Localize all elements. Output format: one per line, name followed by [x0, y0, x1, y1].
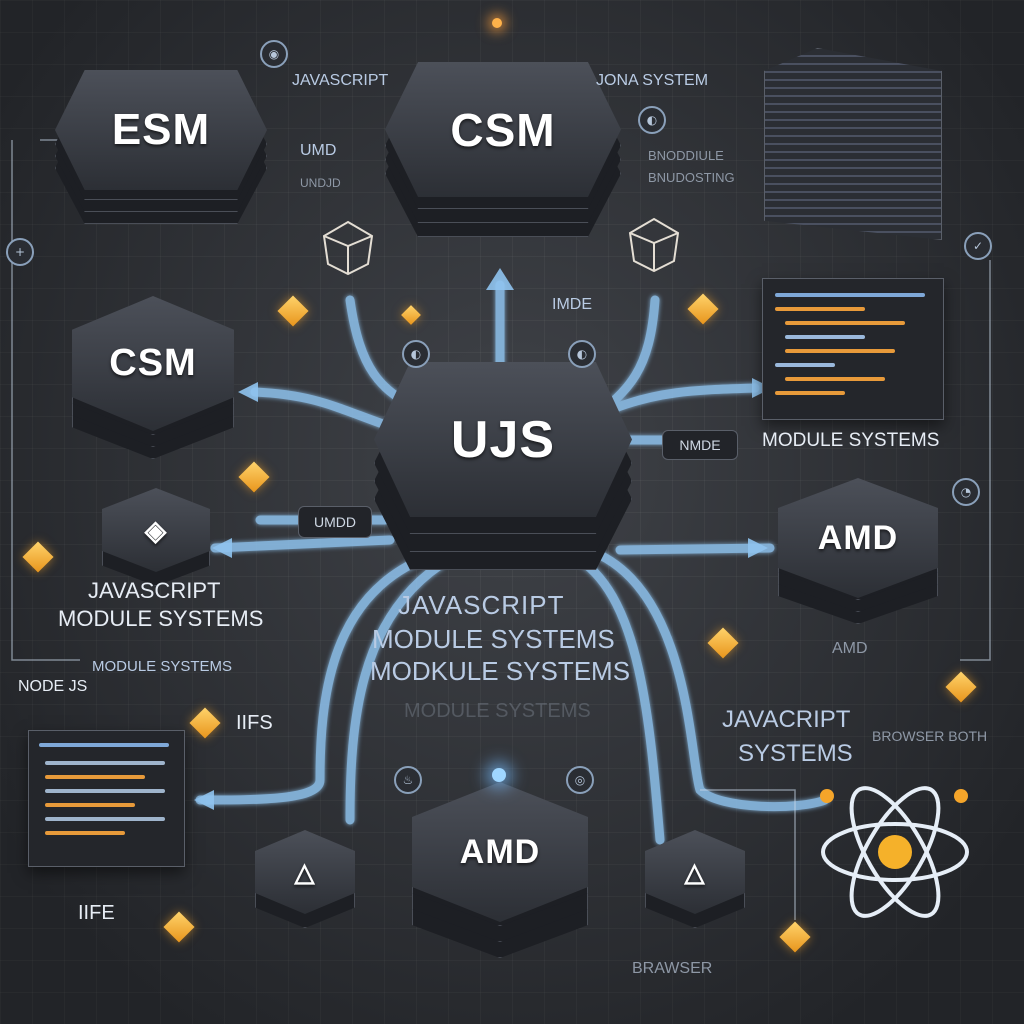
label-javascript-top: JAVASCRIPT	[292, 72, 389, 89]
node-csm-top-label: CSM	[385, 62, 621, 197]
link-ujs-to-js-left	[210, 535, 395, 553]
arrowhead-left-1	[238, 382, 258, 402]
node-esm[interactable]: ESM	[55, 70, 267, 230]
stacked-pages-panel	[764, 48, 942, 240]
code-panel-right	[762, 278, 944, 420]
icosahedron-icon	[628, 217, 680, 273]
node-esm-label: ESM	[55, 70, 267, 190]
link-ujs-to-module-panel	[605, 383, 760, 415]
label-module-bundling-1: BNODDIULE	[648, 148, 724, 163]
icosahedron-icon	[322, 220, 374, 276]
label-umd-top: UMD	[300, 142, 337, 159]
label-center-ghost: MODULE SYSTEMS	[404, 700, 591, 722]
label-imde: IMDE	[552, 296, 592, 313]
node-diamond-left[interactable]: ◈	[102, 488, 210, 588]
link-ujs-to-csm-left	[250, 387, 405, 435]
label-browser: BRAWSER	[632, 960, 713, 977]
nmde-pill[interactable]: NMDE	[662, 430, 738, 460]
umd-pill[interactable]: UMDD	[298, 506, 372, 538]
label-center-3: MODKULE SYSTEMS	[370, 656, 631, 686]
label-javacript-right-2: SYSTEMS	[738, 740, 853, 767]
thin-line-right	[960, 260, 991, 661]
thin-line-bottom-right	[700, 789, 796, 920]
toggle-icon[interactable]: ◐	[568, 340, 596, 368]
lock-icon[interactable]: ◔	[952, 478, 980, 506]
toggle-icon[interactable]: ◐	[402, 340, 430, 368]
toggle-icon[interactable]: ◐	[638, 106, 666, 134]
node-triangle-bottom-left[interactable]: △	[255, 830, 355, 930]
triangle-outline-icon: △	[645, 830, 745, 914]
label-center-1: JAVASCRIPT	[398, 590, 565, 620]
label-browser-both: BROWSER BOTH	[872, 728, 988, 744]
glow-dot	[492, 768, 506, 782]
node-amd-bottom[interactable]: AMD	[412, 782, 588, 962]
label-javacript-right-1: JAVACRIPT	[722, 706, 851, 733]
label-center-2: MODULE SYSTEMS	[372, 624, 615, 654]
node-csm-left[interactable]: CSM	[72, 296, 234, 461]
react-atom-icon	[820, 786, 969, 918]
arrowhead-left-2	[212, 538, 232, 558]
thin-line-left	[11, 140, 80, 661]
label-nodejs: NODE JS	[18, 678, 88, 695]
node-amd-right-label: AMD	[778, 478, 938, 598]
link-ujs-down-right	[575, 555, 665, 845]
link-ujs-down-left	[195, 555, 425, 805]
glow-dot	[492, 18, 502, 28]
label-js-module-left-2: MODULE SYSTEMS	[58, 606, 264, 631]
link-ujs-down-mid	[345, 560, 445, 825]
label-amd-right: AMD	[832, 640, 868, 657]
label-iifs: IIFS	[236, 712, 273, 734]
node-triangle-bottom-right[interactable]: △	[645, 830, 745, 930]
link-ujs-to-amd-right	[615, 543, 775, 555]
check-icon[interactable]: ✓	[964, 232, 992, 260]
arrowhead-left-3	[194, 790, 214, 810]
label-umd-sub: UNDJD	[300, 176, 341, 190]
diamond-outline-icon: ◈	[102, 488, 210, 572]
node-csm-top[interactable]: CSM	[385, 62, 621, 242]
node-ujs-label: UJS	[374, 362, 632, 517]
arrowhead-up	[486, 268, 514, 290]
link-ujs-down-far-right	[595, 550, 830, 812]
node-ujs[interactable]: UJS	[374, 362, 632, 572]
shield-icon[interactable]: ◉	[260, 40, 288, 68]
plus-icon[interactable]: +	[6, 238, 34, 266]
flame-icon[interactable]: ♨	[394, 766, 422, 794]
label-module-systems-small: MODULE SYSTEMS	[92, 658, 233, 675]
arrowhead-right-2	[748, 538, 768, 558]
label-jona-system: JONA SYSTEM	[596, 72, 709, 89]
label-iife: IIFE	[78, 902, 115, 924]
node-csm-left-label: CSM	[72, 296, 234, 431]
code-panel-left	[28, 730, 185, 867]
node-amd-right[interactable]: AMD	[778, 478, 938, 628]
label-module-bundling-2: BNUDOSTING	[648, 170, 735, 185]
label-js-module-left-1: JAVASCRIPT	[88, 578, 221, 603]
label-module-systems-right: MODULE SYSTEMS	[762, 430, 940, 451]
eye-icon[interactable]: ◎	[566, 766, 594, 794]
